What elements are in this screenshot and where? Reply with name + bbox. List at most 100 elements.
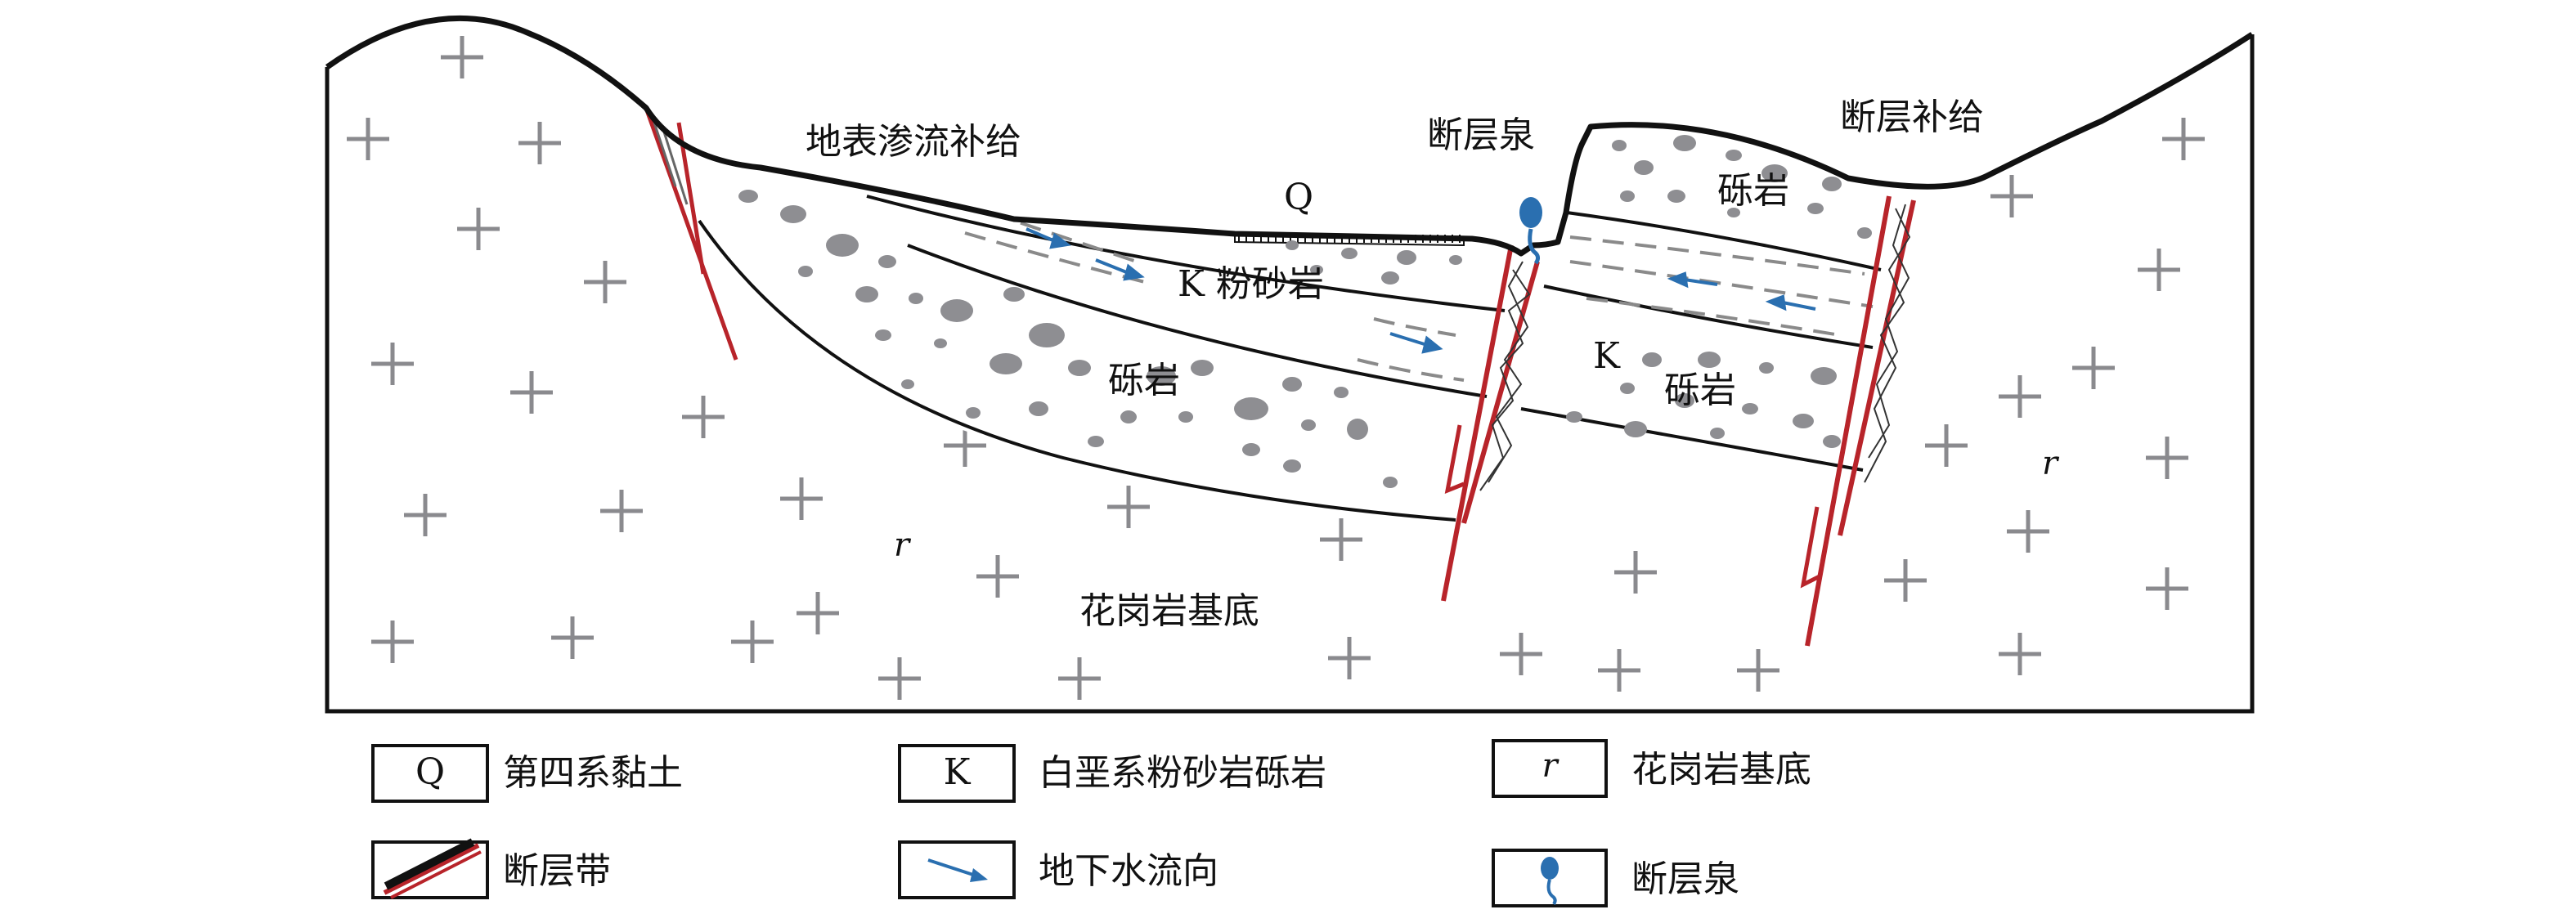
- gravel-clast: [1301, 419, 1316, 431]
- plus-mark: [510, 371, 553, 414]
- label-k-siltstone: K 粉砂岩: [1178, 263, 1324, 305]
- legend-item-r: r 花岗岩基底: [1492, 739, 1811, 798]
- legend-fault-label: 断层带: [503, 850, 611, 892]
- legend-item-q: Q 第四系黏土: [371, 744, 683, 803]
- label-r-right: r: [2042, 445, 2060, 482]
- label-conglomerate-right-top: 砾岩: [1717, 170, 1789, 212]
- gravel-clast: [1759, 362, 1774, 374]
- gravel-clast: [1383, 477, 1398, 488]
- gravel-clast: [1620, 383, 1635, 394]
- plus-mark: [1328, 637, 1371, 679]
- plus-mark: [518, 122, 561, 164]
- legend: Q 第四系黏土 K 白垩系粉砂岩砾岩 r 花岗岩基底 断层带: [371, 739, 1811, 907]
- flow-arrow-icon: [927, 858, 988, 882]
- gravel-clast: [1120, 410, 1137, 423]
- legend-item-flow: 地下水流向: [898, 840, 1218, 899]
- left-basin-body: [679, 164, 1517, 520]
- gravel-clast: [1857, 227, 1872, 239]
- gravel-clast: [1727, 208, 1740, 217]
- gravel-clast: [1761, 164, 1788, 182]
- plus-mark: [584, 261, 626, 303]
- gravel-clast: [909, 293, 923, 304]
- gravel-clast: [1286, 240, 1299, 250]
- gravel-clast: [990, 353, 1022, 374]
- gravel-clast: [966, 407, 981, 419]
- spring-icon: [1541, 857, 1559, 906]
- gravel-clast: [738, 190, 758, 203]
- right-fault: [1800, 195, 1916, 647]
- gravel-clast: [1282, 377, 1302, 392]
- gravel-clast: [878, 255, 896, 268]
- gravel-clast: [1726, 150, 1742, 161]
- gravel-clast: [1612, 140, 1627, 151]
- gravel-clast: [1242, 443, 1260, 456]
- gravel-clast: [1642, 352, 1662, 367]
- plus-mark: [944, 424, 986, 467]
- plus-mark: [1990, 175, 2033, 217]
- section-frame: [325, 34, 2255, 714]
- right-layer-boundary-1: [1566, 211, 1882, 271]
- gravel-clast: [934, 338, 947, 348]
- gravel-clast: [1334, 387, 1349, 398]
- gravel-clast: [1822, 177, 1842, 191]
- plus-mark: [1999, 633, 2041, 675]
- conglomerate-bottom-boundary: [698, 219, 1456, 522]
- plus-mark: [1107, 486, 1150, 528]
- legend-spring-label: 断层泉: [1631, 858, 1739, 900]
- gravel-clast: [1283, 459, 1301, 473]
- gravel-clast: [1698, 352, 1721, 368]
- plus-mark: [1058, 657, 1101, 700]
- siltstone-bottom-boundary: [907, 244, 1488, 398]
- gravel-clast: [798, 266, 813, 277]
- plus-mark: [2072, 347, 2115, 389]
- plus-mark: [878, 657, 921, 700]
- left-fault: [644, 107, 738, 361]
- plus-mark: [600, 490, 643, 532]
- conglomerate-gravel: [738, 135, 1872, 488]
- gravel-clast: [855, 286, 878, 302]
- gravel-clast: [1341, 248, 1358, 259]
- gravel-clast: [1710, 428, 1725, 439]
- legend-q-symbol: Q: [415, 751, 445, 793]
- fault-zones: [644, 107, 1916, 647]
- gravel-clast: [1029, 401, 1048, 416]
- granite-plus-pattern: [347, 36, 2205, 700]
- gravel-clast: [1234, 397, 1268, 420]
- label-k-right: K: [1593, 335, 1621, 377]
- gravel-clast: [1147, 366, 1176, 386]
- gravel-clast: [940, 299, 973, 322]
- gravel-clast: [780, 205, 806, 223]
- siltstone-top-boundary: [866, 195, 1506, 312]
- fault-spring-icon: [1519, 197, 1542, 265]
- gravel-clast: [1029, 323, 1065, 347]
- plus-mark: [2138, 249, 2180, 291]
- gravel-clast: [1178, 411, 1193, 423]
- legend-item-k: K 白垩系粉砂岩砾岩: [898, 744, 1326, 803]
- plus-mark: [1999, 375, 2041, 418]
- gravel-clast: [826, 234, 859, 257]
- gravel-clast: [1673, 135, 1696, 151]
- label-fault-recharge: 断层补给: [1840, 96, 1984, 138]
- gravel-clast: [1624, 421, 1647, 437]
- plus-mark: [1737, 649, 1779, 692]
- plus-mark: [1598, 649, 1640, 692]
- groundwater-arrows: [1025, 227, 1816, 354]
- gravel-clast: [1620, 190, 1635, 202]
- gravel-clast: [1823, 435, 1841, 448]
- label-granite-basement: 花岗岩基底: [1079, 590, 1259, 632]
- legend-item-spring: 断层泉: [1492, 849, 1739, 907]
- plus-mark: [371, 343, 414, 385]
- gravel-clast: [1807, 203, 1824, 214]
- plus-mark: [1320, 518, 1362, 561]
- gravel-clast: [1742, 403, 1758, 414]
- gravel-clast: [1449, 255, 1462, 265]
- plus-mark: [347, 118, 389, 160]
- label-surface-recharge: 地表渗流补给: [806, 121, 1021, 163]
- plus-mark: [2146, 567, 2188, 610]
- plus-mark: [1884, 559, 1927, 602]
- label-conglomerate-right-bottom: 砾岩: [1664, 370, 1736, 411]
- plus-mark: [441, 36, 483, 78]
- gravel-clast: [1068, 360, 1091, 376]
- plus-mark: [404, 494, 447, 536]
